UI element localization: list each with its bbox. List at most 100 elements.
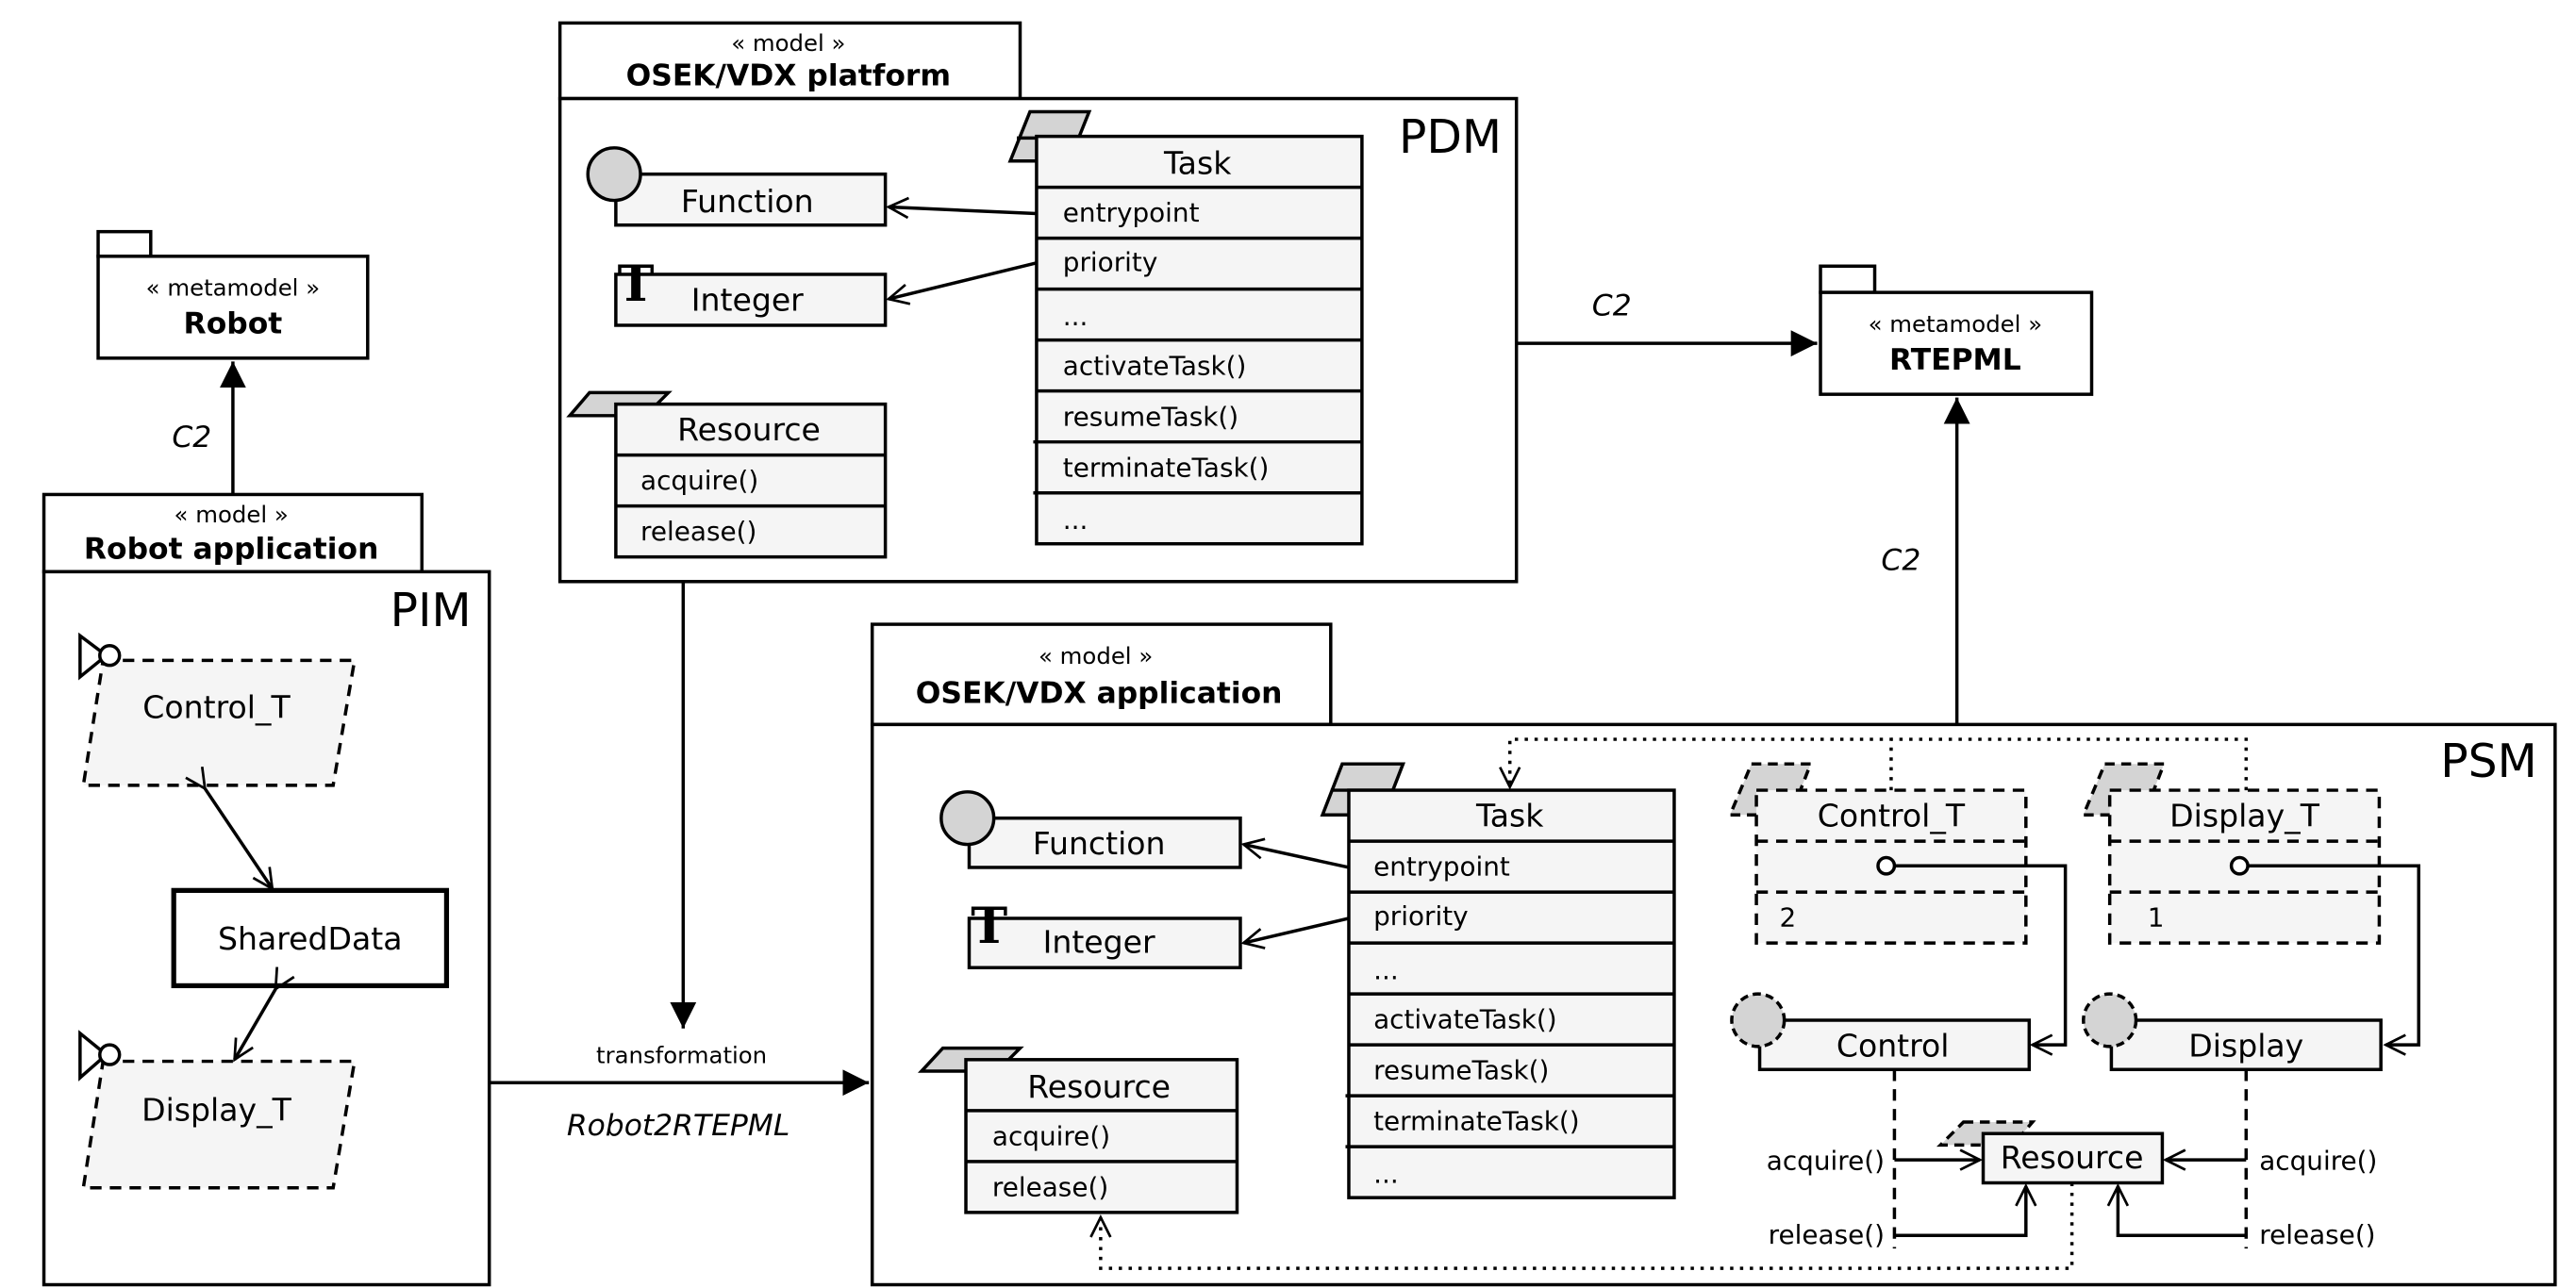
- svg-text:Function: Function: [681, 183, 814, 220]
- pim-display-t: Display_T: [78, 1030, 357, 1190]
- psm-integer: T Integer: [967, 898, 1242, 969]
- function-circle-icon: [586, 146, 642, 203]
- svg-text:resumeTask(): resumeTask(): [1063, 401, 1238, 432]
- svg-text:resumeTask(): resumeTask(): [1373, 1055, 1549, 1086]
- svg-text:activateTask(): activateTask(): [1373, 1004, 1557, 1035]
- svg-text:terminateTask(): terminateTask(): [1063, 452, 1270, 483]
- robot-app-name: Robot application: [84, 532, 379, 566]
- psm-display: Display: [2082, 992, 2383, 1072]
- platform-stereotype: « model »: [731, 29, 845, 57]
- osek-application-package: « model » OSEK/VDX application PSM Funct…: [870, 622, 2557, 1287]
- svg-text:Resource: Resource: [677, 411, 821, 448]
- control-release-label: release(): [1769, 1219, 1885, 1250]
- svg-text:release(): release(): [640, 516, 756, 547]
- svg-text:Function: Function: [1033, 825, 1166, 862]
- priority-arrow: [1240, 916, 1350, 949]
- display-release-call: [2106, 1182, 2247, 1237]
- svg-text:release(): release(): [992, 1171, 1108, 1202]
- function-circle-icon: [939, 790, 996, 847]
- svg-text:...: ...: [1373, 1158, 1399, 1189]
- robot-metamodel: « metamodel » Robot: [96, 229, 370, 360]
- transformation-name: Robot2RTEPML: [567, 1109, 790, 1143]
- svg-text:Control: Control: [1836, 1027, 1950, 1064]
- control-release-call: [1894, 1182, 2037, 1237]
- psm-function: Function: [939, 790, 1242, 869]
- svg-text:acquire(): acquire(): [640, 465, 758, 496]
- psm-shared-resource: Resource: [1936, 1120, 2165, 1185]
- svg-text:Task: Task: [1475, 797, 1544, 834]
- svg-text:Control_T: Control_T: [142, 688, 291, 725]
- control-shareddata-link: [185, 766, 274, 892]
- svg-text:entrypoint: entrypoint: [1063, 197, 1200, 228]
- platform-resource: Resource acquire() release(): [566, 390, 888, 559]
- svg-text:activateTask(): activateTask(): [1063, 350, 1247, 381]
- priority-arrow: [886, 261, 1038, 305]
- osek-app-name: OSEK/VDX application: [916, 677, 1283, 711]
- entrypoint-arrow: [1240, 837, 1350, 869]
- control-acquire-label: acquire(): [1767, 1146, 1885, 1177]
- psm-display-t: Display_T 1: [2081, 762, 2382, 945]
- robot-metamodel-stereotype: « metamodel »: [146, 274, 320, 302]
- svg-text:terminateTask(): terminateTask(): [1373, 1106, 1580, 1137]
- control-type-link: [1499, 737, 1893, 791]
- pim-label: PIM: [391, 584, 472, 637]
- svg-text:entrypoint: entrypoint: [1373, 851, 1510, 883]
- svg-text:Integer: Integer: [691, 281, 804, 318]
- osek-app-stereotype: « model »: [1039, 642, 1153, 669]
- psm-task: Task entrypoint priority ... activateTas…: [1320, 762, 1676, 1199]
- svg-text:Resource: Resource: [2001, 1139, 2144, 1176]
- c2-robot-label: C2: [172, 421, 211, 454]
- svg-text:SharedData: SharedData: [218, 920, 403, 957]
- svg-text:priority: priority: [1373, 900, 1469, 932]
- svg-text:1: 1: [2148, 902, 2165, 933]
- rtepml-metamodel-stereotype: « metamodel »: [1869, 310, 2042, 338]
- display-type-link: [1890, 737, 2249, 791]
- svg-text:Task: Task: [1163, 145, 1232, 182]
- rtepml-metamodel: « metamodel » RTEPML: [1819, 264, 2094, 396]
- active-class-triangle-icon: [78, 632, 109, 681]
- svg-text:Resource: Resource: [1027, 1068, 1171, 1105]
- display-acquire-label: acquire(): [2259, 1146, 2377, 1177]
- psm-resource: Resource acquire() release(): [917, 1046, 1239, 1214]
- type-t-icon: T: [618, 256, 655, 313]
- display-shareddata-link: [233, 966, 295, 1063]
- rtepml-metamodel-name: RTEPML: [1889, 343, 2021, 377]
- svg-text:Display_T: Display_T: [2169, 797, 2320, 834]
- robot-app-stereotype: « model »: [175, 501, 289, 528]
- platform-function: Function: [586, 146, 888, 227]
- pim-control-t: Control_T: [78, 632, 357, 787]
- svg-text:...: ...: [1063, 504, 1089, 536]
- function-instance-icon: [2082, 992, 2138, 1049]
- svg-text:...: ...: [1063, 301, 1089, 332]
- svg-text:Control_T: Control_T: [1818, 797, 1966, 834]
- display-release-label: release(): [2259, 1219, 2375, 1250]
- display-entrypoint-link: [2248, 864, 2420, 1056]
- pdm-label: PDM: [1399, 110, 1502, 164]
- c2-platform-label: C2: [1592, 289, 1632, 323]
- c2-psm-label: C2: [1881, 544, 1920, 578]
- control-entrypoint-link: [1894, 864, 2068, 1056]
- svg-text:priority: priority: [1063, 246, 1158, 277]
- svg-text:2: 2: [1779, 902, 1796, 933]
- resource-type-link: [1089, 1182, 2074, 1270]
- platform-integer: T Integer: [614, 256, 888, 327]
- active-class-triangle-icon: [78, 1030, 109, 1082]
- svg-text:acquire(): acquire(): [992, 1120, 1110, 1151]
- robot-metamodel-name: Robot: [184, 307, 283, 341]
- svg-text:...: ...: [1373, 954, 1399, 985]
- robot-application-package: « model » Robot application PIM Control_…: [42, 492, 491, 1287]
- type-t-icon: T: [971, 898, 1007, 955]
- pim-shared-data: SharedData: [171, 887, 450, 989]
- platform-task: Task entrypoint priority ... activateTas…: [1007, 109, 1364, 546]
- transformation-label: transformation: [596, 1041, 767, 1068]
- platform-name: OSEK/VDX platform: [626, 59, 952, 93]
- psm-control-t: Control_T 2: [1727, 762, 2028, 945]
- psm-label: PSM: [2440, 735, 2536, 788]
- entrypoint-arrow: [886, 196, 1037, 220]
- svg-text:Display_T: Display_T: [141, 1091, 292, 1128]
- svg-text:Display: Display: [2188, 1027, 2303, 1064]
- osek-platform-package: « model » OSEK/VDX platform PDM Function…: [557, 21, 1519, 584]
- svg-text:Integer: Integer: [1043, 924, 1155, 961]
- function-instance-icon: [1730, 992, 1787, 1049]
